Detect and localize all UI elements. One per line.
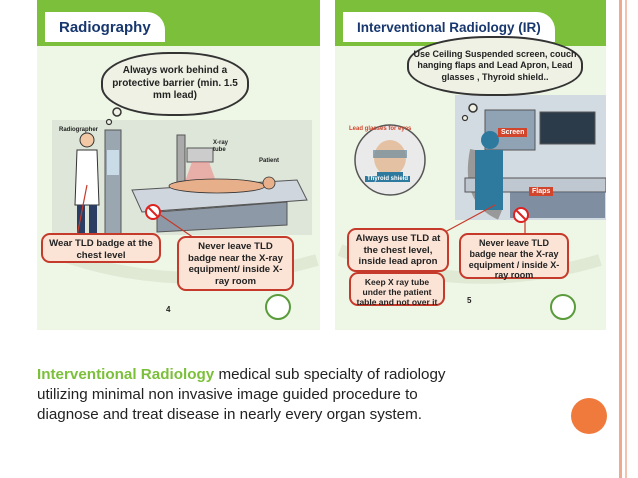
callout-pointer bbox=[158, 213, 198, 241]
cloud-text: Always work behind a protective barrier … bbox=[112, 65, 238, 102]
description-line2: utilizing minimal non invasive image gui… bbox=[37, 386, 418, 403]
decor-orange-dot bbox=[571, 398, 607, 434]
callout-never-leave: Never leave TLD badge near the X-ray equ… bbox=[459, 233, 569, 281]
label-lead-glasses: Lead glasses for eyes bbox=[349, 126, 412, 132]
callout-text: Keep X ray tube under the patient table … bbox=[356, 277, 438, 308]
thought-cloud: Always work behind a protective barrier … bbox=[101, 52, 249, 116]
panel-title: Interventional Radiology (IR) bbox=[357, 19, 541, 35]
description-line1: medical sub specialty of radiology bbox=[214, 366, 446, 383]
thought-dot bbox=[112, 107, 122, 117]
doctor-body bbox=[475, 150, 503, 210]
page-number: 4 bbox=[166, 305, 171, 314]
radiography-panel: Radiography Always wor bbox=[37, 0, 320, 330]
label-flaps: Flaps bbox=[529, 187, 554, 196]
thought-dot bbox=[468, 103, 478, 113]
right-decor-bar-thin bbox=[625, 0, 627, 478]
callout-always-tld: Always use TLD at the chest level, insid… bbox=[347, 228, 449, 272]
lead-barrier bbox=[104, 129, 122, 241]
right-decor-bar bbox=[619, 0, 622, 478]
thought-cloud: Use Ceiling Suspended screen, couch hang… bbox=[407, 36, 583, 96]
radiographer-leg bbox=[89, 205, 97, 233]
callout-pointer bbox=[76, 184, 88, 237]
label-patient: Patient bbox=[259, 158, 280, 164]
callout-text: Wear TLD badge at the chest level bbox=[49, 238, 153, 261]
doctor-head bbox=[481, 131, 499, 149]
label-radiographer: Radiographer bbox=[59, 127, 99, 133]
callout-never-leave: Never leave TLD badge near the X-ray equ… bbox=[177, 236, 294, 291]
panel-title: Radiography bbox=[59, 18, 151, 36]
monitor bbox=[539, 111, 596, 145]
patient-head bbox=[262, 176, 276, 190]
inset-glasses bbox=[373, 150, 407, 158]
radiographer-body bbox=[74, 149, 100, 206]
callout-pointer bbox=[444, 204, 496, 233]
label-screen: Screen bbox=[498, 128, 528, 137]
xray-tube bbox=[186, 147, 214, 163]
cloud-text: Use Ceiling Suspended screen, couch hang… bbox=[413, 49, 577, 82]
interventional-radiology-panel: Interventional Radiology (IR) Use Ceilin… bbox=[335, 0, 606, 330]
radiographer-head bbox=[79, 132, 95, 148]
table-base bbox=[156, 201, 288, 233]
seal-logo bbox=[265, 294, 291, 320]
thought-dot bbox=[105, 118, 113, 126]
callout-text: Never leave TLD badge near the X-ray equ… bbox=[468, 238, 560, 281]
radiographer-leg bbox=[77, 205, 85, 233]
seal-logo bbox=[550, 294, 576, 320]
description-line3: diagnose and treat disease in nearly eve… bbox=[37, 406, 422, 423]
page-number: 5 bbox=[467, 296, 472, 305]
panel-banner: Radiography bbox=[37, 0, 320, 46]
callout-keep-tube: Keep X ray tube under the patient table … bbox=[349, 272, 445, 308]
callout-text: Never leave TLD badge near the X-ray equ… bbox=[188, 241, 283, 287]
banner-title-box: Radiography bbox=[45, 12, 165, 42]
description-highlight: Interventional Radiology bbox=[37, 366, 215, 383]
thought-dot bbox=[461, 114, 469, 122]
callout-text: Always use TLD at the chest level, insid… bbox=[355, 233, 441, 267]
barrier-window bbox=[107, 150, 119, 175]
slide-description: Interventional Radiology medical sub spe… bbox=[37, 365, 557, 425]
label-thyroid-shield: Thyroid shield bbox=[365, 176, 411, 182]
callout-tld-chest: Wear TLD badge at the chest level bbox=[41, 233, 161, 263]
patient-body bbox=[168, 178, 266, 194]
label-xray-tube: X-ray tube bbox=[213, 140, 229, 153]
